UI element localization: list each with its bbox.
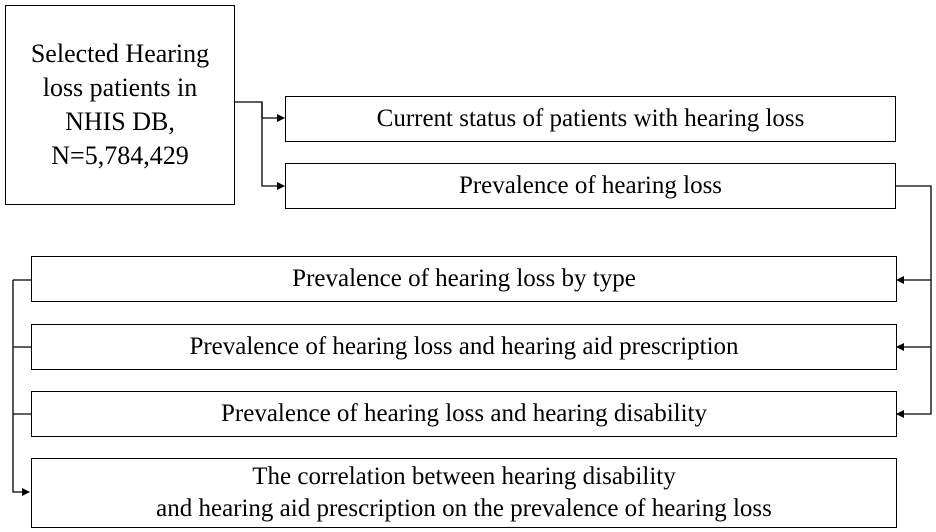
source-population-box: Selected Hearing loss patients in NHIS D…: [5, 5, 235, 205]
source-line-1: Selected Hearing: [30, 39, 210, 69]
arrow-to-aid-prescription: [896, 280, 932, 351]
source-line-3: NHIS DB,: [65, 107, 175, 136]
prevalence-box: Prevalence of hearing loss: [285, 163, 896, 209]
prevalence-aid-prescription-box: Prevalence of hearing loss and hearing a…: [31, 324, 897, 370]
arrow-to-current-status: [235, 101, 285, 122]
correlation-box: The correlation between hearing disabili…: [31, 458, 897, 528]
current-status-box: Current status of patients with hearing …: [285, 96, 896, 142]
current-status-label: Current status of patients with hearing …: [376, 105, 805, 133]
prevalence-by-type-label: Prevalence of hearing loss by type: [292, 265, 636, 293]
arrow-to-by-type: [895, 185, 932, 284]
source-line-2: loss patients in: [42, 73, 198, 103]
prevalence-by-type-box: Prevalence of hearing loss by type: [31, 256, 897, 302]
arrow-to-correlation: [12, 280, 30, 496]
prevalence-label: Prevalence of hearing loss: [458, 172, 723, 200]
arrow-to-disability: [896, 347, 932, 418]
source-line-4: N=5,784,429: [51, 140, 189, 170]
prevalence-disability-box: Prevalence of hearing loss and hearing d…: [31, 391, 897, 437]
correlation-line-1: The correlation between hearing disabili…: [252, 462, 676, 490]
prevalence-aid-prescription-label: Prevalence of hearing loss and hearing a…: [189, 333, 739, 361]
correlation-line-2: and hearing aid prescription on the prev…: [156, 495, 772, 522]
arrow-to-prevalence: [261, 102, 285, 190]
prevalence-disability-label: Prevalence of hearing loss and hearing d…: [221, 400, 707, 428]
